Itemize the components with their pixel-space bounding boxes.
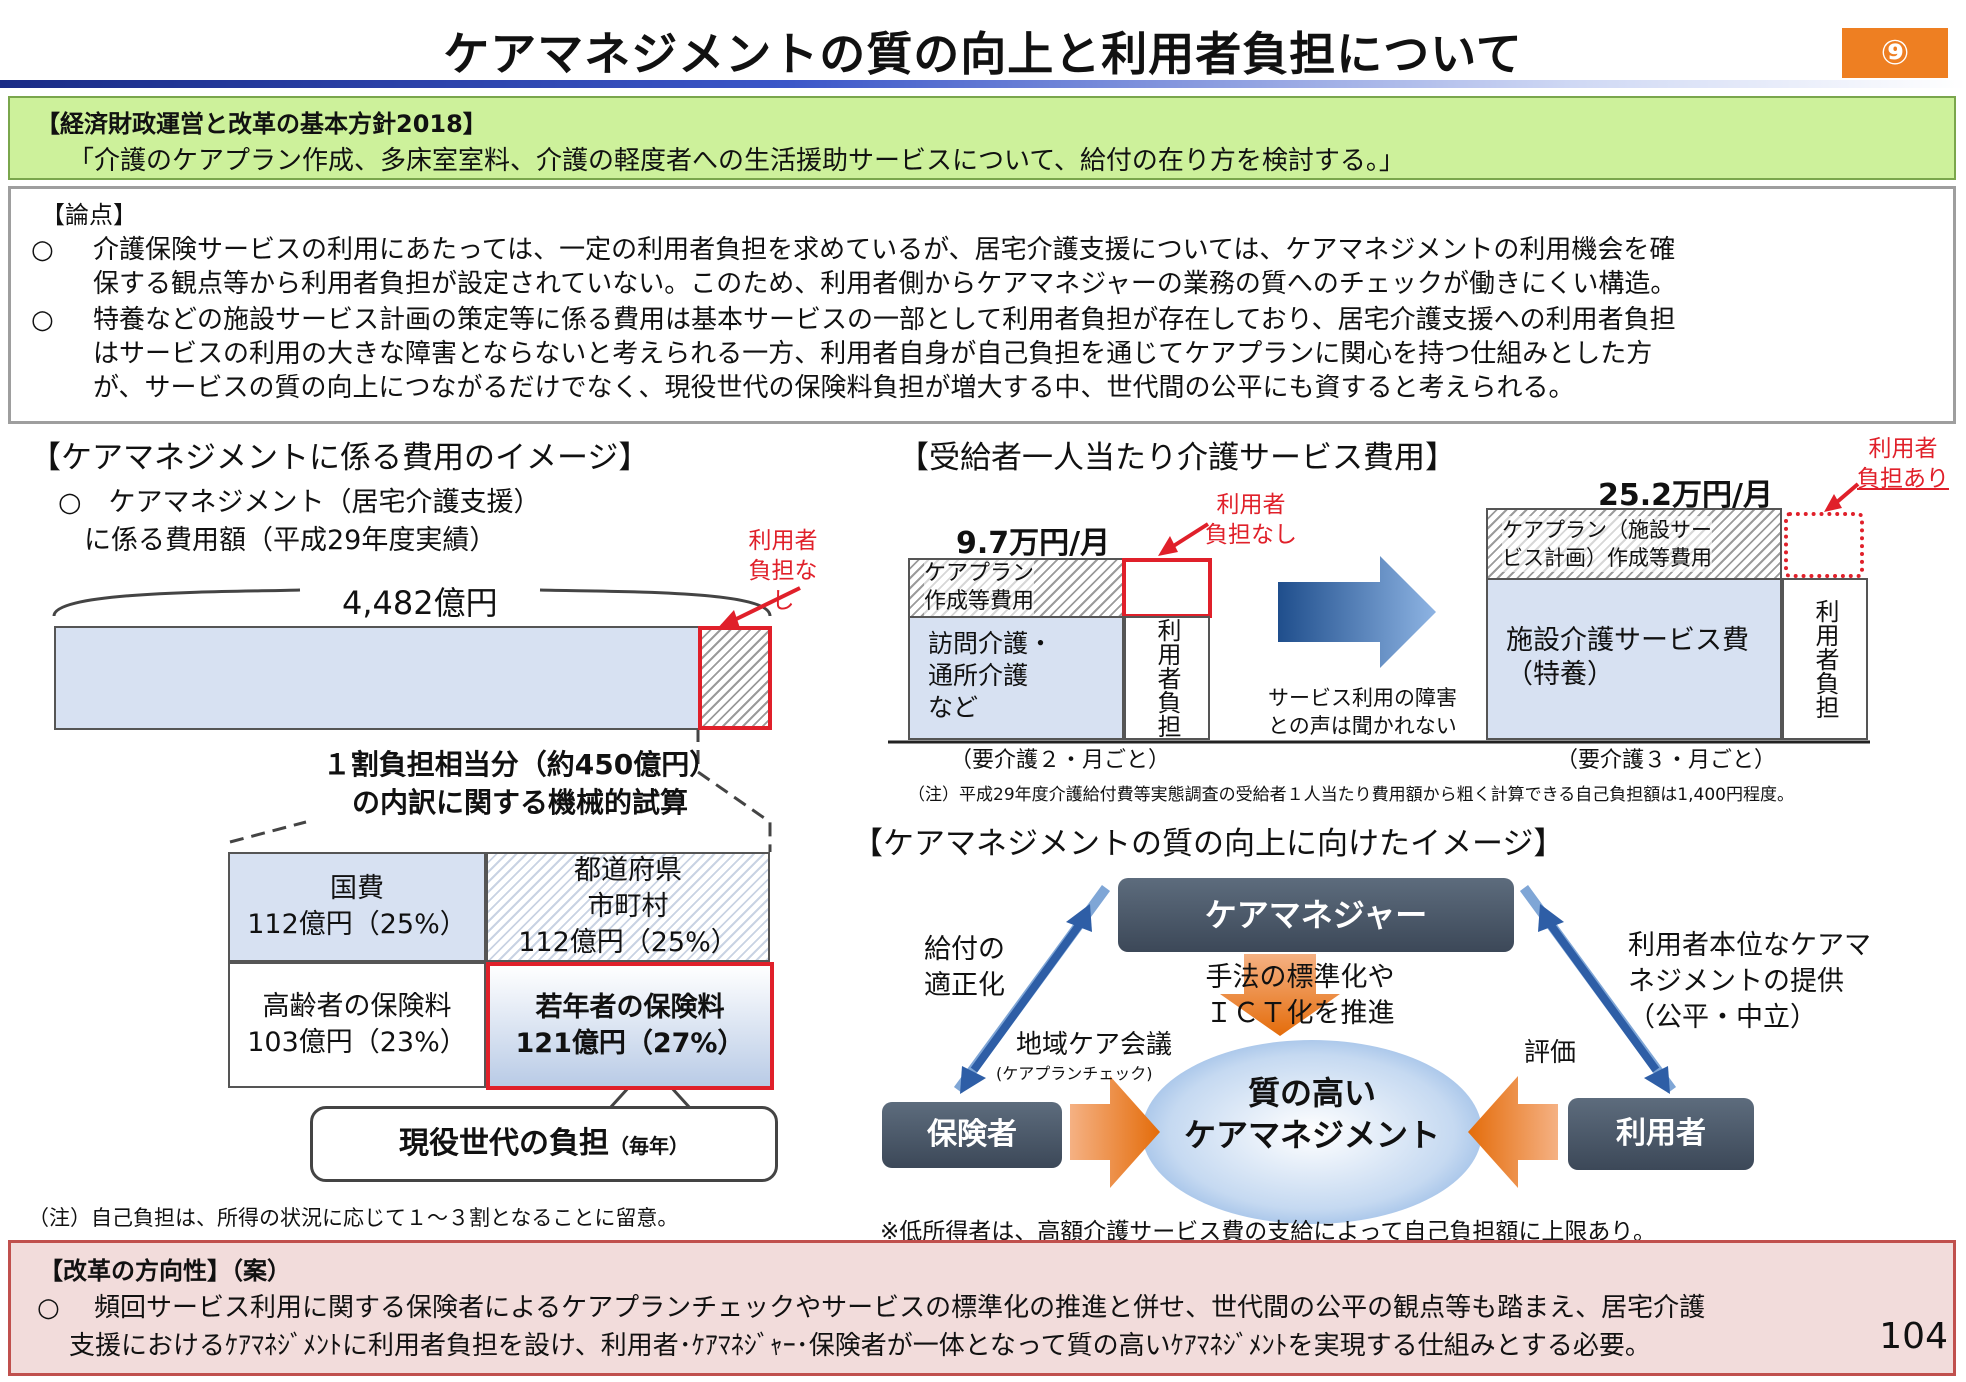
cost-image-sub-2: に係る費用額（平成29年度実績） [84,525,497,556]
no-burden-label-1: 利用者負担なし [748,528,818,614]
cost-image-heading: 【ケアマネジメントに係る費用のイメージ】 [30,440,650,476]
issue-2-line-2: はサービスの利用の大きな障害とならないと考えられる一方、利用者自身が自己負担を通… [93,339,1653,369]
cost-image-sub-1: ○ ケアマネジメント（居宅介護支援） [58,487,541,518]
transition-arrow [1278,556,1436,668]
optimize-label: 給付の適正化 [924,934,1005,1001]
issues-box: 【論点】 ○ 介護保険サービスの利用にあたっては、一定の利用者負担を求めているが… [8,186,1956,424]
policy-text: 「介護のケアプラン作成、多床室室料、介護の軽度者への生活援助サービスについて、給… [68,146,1405,176]
reform-heading: 【改革の方向性】（案） [39,1257,291,1285]
per-user-note: （注）平成29年度介護給付費等実態調査の受給者１人当たり費用額から粗く計算できる… [908,785,1794,805]
total-amount: 4,482億円 [336,578,504,624]
red-arrow-3-head [1824,494,1842,512]
left-service-cell: 訪問介護・通所介護など [908,616,1124,740]
insurer-box: 保険者 [882,1102,1062,1168]
orange-arrow-right [1468,1076,1558,1188]
per-user-heading: 【受給者一人当たり介護サービス費用】 [898,440,1456,476]
right-burden-label: 利用者負担あり [1857,436,1949,492]
user-burden-hatched-box [698,626,772,730]
right-user-burden-cell: 利用者負担 [1782,578,1868,740]
left-careplan-cell: ケアプラン作成等費用 [908,558,1124,618]
bullet-circle: ○ [31,305,54,335]
left-amount: 9.7万円/月 [956,526,1111,561]
dashed-right [696,728,772,852]
policy-box: 【経済財政運営と改革の基本方針2018】 「介護のケアプラン作成、多床室室料、介… [8,96,1956,180]
right-service-cell: 施設介護サービス費（特養） [1486,578,1782,740]
policy-heading: 【経済財政運営と改革の基本方針2018】 [36,110,487,138]
bullet-circle: ○ [31,235,54,265]
user-centered-label: 利用者本位なケアマネジメントの提供（公平・中立） [1628,930,1871,1033]
issues-heading: 【論点】 [41,201,137,229]
diag-arrow-right-2 [1546,921,1660,1073]
issue-1-line-2: 保する観点等から利用者負担が設定されていない。このため、利用者側からケアマネジャ… [93,269,1677,299]
red-arrow-2-head [1158,536,1178,556]
slide-number-badge: ⑨ [1842,28,1948,78]
orange-arrow-left [1070,1076,1160,1188]
user-box: 利用者 [1568,1098,1754,1170]
quality-ellipse [1142,1040,1482,1224]
evaluation-label: 評価 [1524,1038,1577,1068]
diag-arrow-left-head-1 [1066,904,1092,932]
diag-arrow-right-head-1 [1538,904,1564,932]
right-careplan-cell: ケアプラン（施設サービス計画）作成等費用 [1486,508,1782,580]
dashed-left [229,820,307,844]
working-generation-callout: 現役世代の負担（毎年） [310,1106,778,1182]
right-caption: （要介護３・月ごと） [1556,748,1777,773]
left-no-burden-box [1122,558,1212,618]
care-manager-box: ケアマネジャー [1118,878,1514,952]
reform-line-2: 支援におけるｹｱﾏﾈｼﾞﾒﾝﾄに利用者負担を設け、利用者･ｹｱﾏﾈｼﾞｬｰ･保険… [69,1331,1651,1361]
issue-2-line-3: が、サービスの質の向上につながるだけでなく、現役世代の保険料負担が増大する中、世… [93,373,1575,403]
diag-arrow-right-head-2 [1644,1066,1670,1094]
diag-arrow-left-2 [970,921,1084,1073]
cost-image-note: （注）自己負担は、所得の状況に応じて１～３割となることに留意。 [28,1206,679,1230]
arrow-note: サービス利用の障害との声は聞かれない [1268,686,1457,738]
right-amount: 25.2万円/月 [1598,478,1773,513]
left-user-burden-cell: 利用者負担 [1124,616,1210,740]
left-caption: （要介護２・月ごと） [950,748,1171,773]
red-arrow-1-head [716,610,740,630]
left-no-burden-label: 利用者負担なし [1205,492,1297,548]
brace-left [52,588,301,617]
page-title: ケアマネジメントの質の向上と利用者負担について [443,27,1523,81]
brace-right [539,588,772,617]
quality-center-text: 質の高いケアマネジメント [1183,1074,1440,1154]
page-number: 104 [1879,1316,1948,1357]
title-underline [0,80,1966,88]
regional-meeting-label: 地域ケア会議 [1016,1030,1173,1060]
right-burden-dotted-box [1784,512,1864,578]
estimate-title: １割負担相当分（約450億円）の内訳に関する機械的試算 [322,748,718,819]
careplan-check-label: (ケアプランチェック) [996,1064,1153,1083]
orange-arrow-down [1220,954,1340,1036]
diag-arrow-left-head-2 [960,1066,986,1094]
issue-1-line-1: ○ 介護保険サービスの利用にあたっては、一定の利用者負担を求めているが、居宅介護… [31,235,1676,265]
reform-line-1: ○ 頻回サービス利用に関する保険者によるケアプランチェックやサービスの標準化の推… [37,1293,1706,1323]
issue-2-line-1: ○ 特養などの施設サービス計画の策定等に係る費用は基本サービスの一部として利用者… [31,305,1676,335]
total-cost-bar [54,626,700,730]
reform-direction-box: 【改革の方向性】（案） ○ 頻回サービス利用に関する保険者によるケアプランチェッ… [8,1240,1956,1376]
quality-heading: 【ケアマネジメントの質の向上に向けたイメージ】 [852,826,1565,862]
